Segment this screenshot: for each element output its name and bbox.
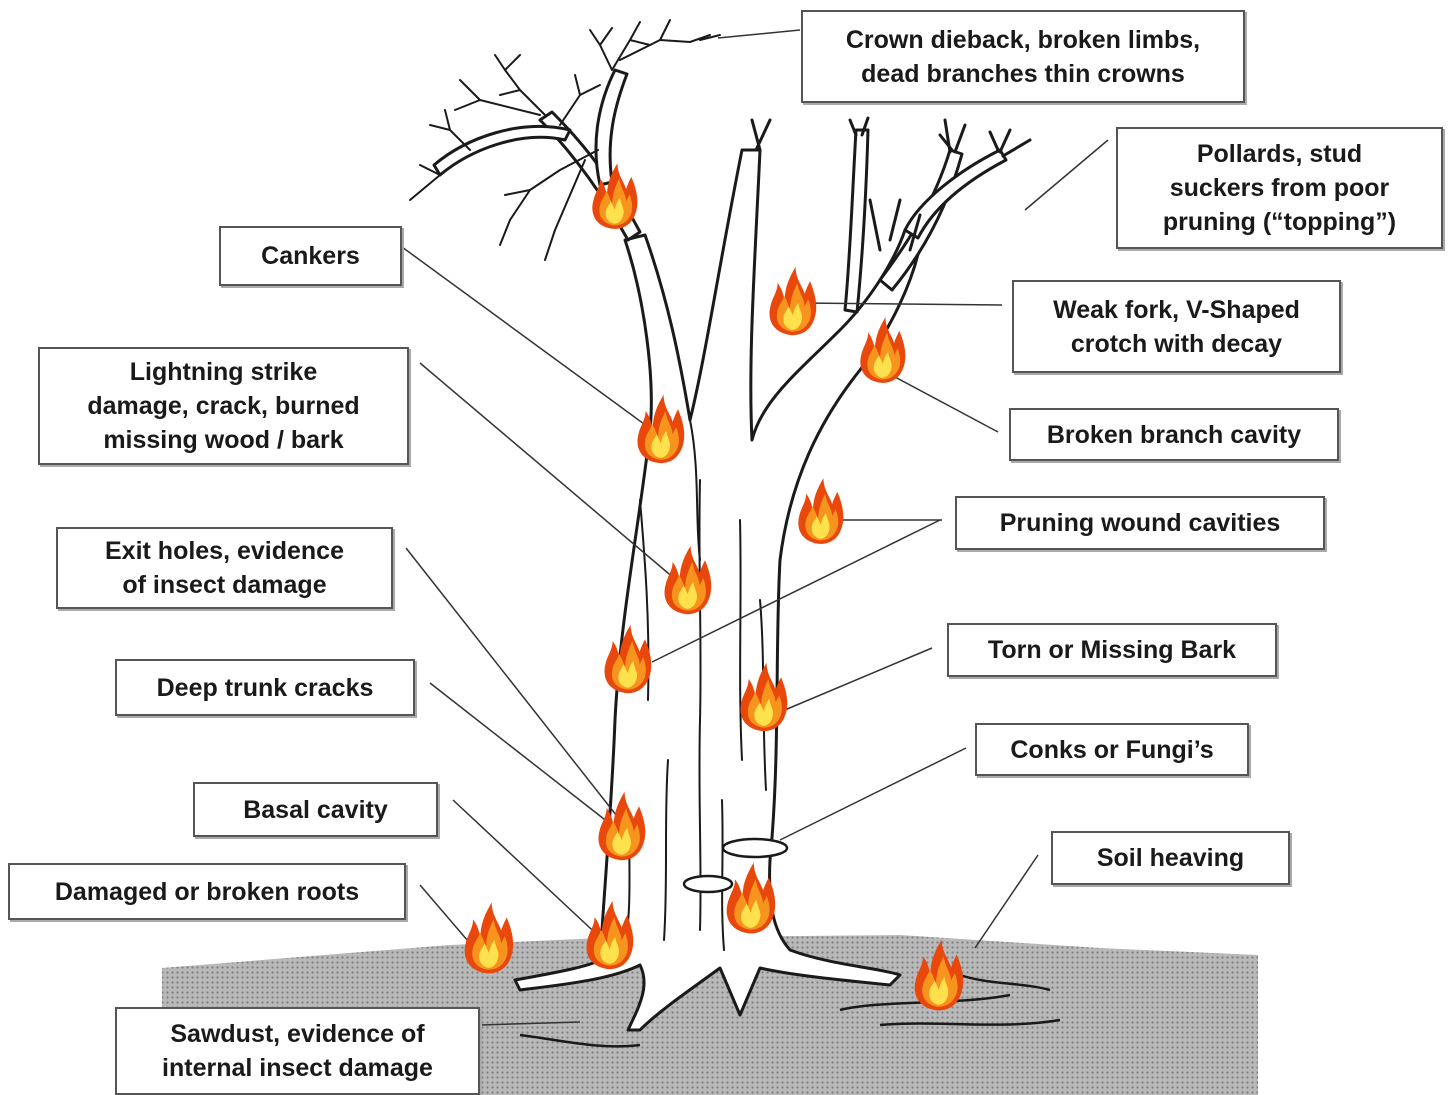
label-broken-branch: Broken branch cavity xyxy=(1009,408,1339,461)
label-sawdust: Sawdust, evidence of internal insect dam… xyxy=(115,1007,480,1095)
label-cankers: Cankers xyxy=(219,226,402,286)
label-lightning: Lightning strike damage, crack, burned m… xyxy=(38,347,409,465)
label-cankers-text: Cankers xyxy=(261,239,360,273)
label-conks: Conks or Fungi’s xyxy=(975,723,1249,776)
label-deep-cracks-text: Deep trunk cracks xyxy=(157,671,374,705)
label-torn-bark-text: Torn or Missing Bark xyxy=(988,633,1236,667)
label-pollards-text: Pollards, stud suckers from poor pruning… xyxy=(1163,137,1396,239)
flame-icon xyxy=(798,478,843,544)
label-pruning-wounds: Pruning wound cavities xyxy=(955,496,1325,550)
label-weak-fork: Weak fork, V-Shaped crotch with decay xyxy=(1012,280,1341,373)
label-sawdust-text: Sawdust, evidence of internal insect dam… xyxy=(162,1017,433,1085)
label-basal-cavity: Basal cavity xyxy=(193,782,438,837)
label-conks-text: Conks or Fungi’s xyxy=(1010,733,1213,767)
label-torn-bark: Torn or Missing Bark xyxy=(947,623,1277,677)
label-broken-branch-text: Broken branch cavity xyxy=(1047,418,1301,452)
label-basal-cavity-text: Basal cavity xyxy=(243,793,388,827)
label-lightning-text: Lightning strike damage, crack, burned m… xyxy=(87,355,359,457)
label-weak-fork-text: Weak fork, V-Shaped crotch with decay xyxy=(1053,293,1300,361)
label-exit-holes: Exit holes, evidence of insect damage xyxy=(56,527,393,609)
label-exit-holes-text: Exit holes, evidence of insect damage xyxy=(105,534,344,602)
label-crown-dieback-text: Crown dieback, broken limbs, dead branch… xyxy=(846,23,1200,91)
label-damaged-roots-text: Damaged or broken roots xyxy=(55,875,359,909)
flame-icon xyxy=(770,267,817,335)
label-soil-heaving: Soil heaving xyxy=(1051,831,1290,885)
label-damaged-roots: Damaged or broken roots xyxy=(8,863,406,920)
label-pollards: Pollards, stud suckers from poor pruning… xyxy=(1116,127,1443,249)
flame-icon xyxy=(465,903,514,974)
label-pruning-wounds-text: Pruning wound cavities xyxy=(1000,506,1281,540)
label-soil-heaving-text: Soil heaving xyxy=(1097,841,1244,875)
label-deep-cracks: Deep trunk cracks xyxy=(115,659,415,716)
label-crown-dieback: Crown dieback, broken limbs, dead branch… xyxy=(801,10,1245,103)
